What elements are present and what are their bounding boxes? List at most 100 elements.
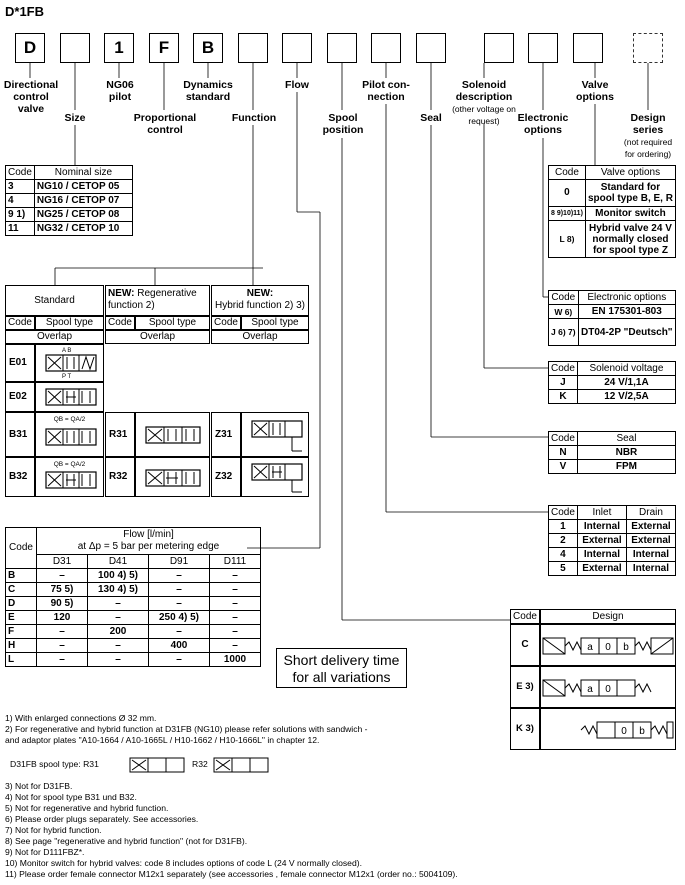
table-cell: –: [148, 568, 210, 583]
table-cell: Internal: [576, 547, 627, 562]
sol-head: Solenoid voltage: [576, 361, 677, 376]
table-cell: –: [87, 638, 149, 653]
table-cell: 250 4) 5): [148, 610, 210, 625]
table-cell: –: [36, 638, 88, 653]
label-function: Function: [231, 112, 277, 124]
pilot-inlet-head: Inlet: [576, 505, 627, 520]
table-row: E: [5, 610, 37, 625]
vo-head: Valve options: [584, 165, 677, 180]
table-row: 4: [5, 193, 35, 208]
note-7: 7) Not for hybrid function.: [5, 825, 102, 835]
sym-0-k: 0: [621, 726, 627, 737]
spool-code-b31: B31: [5, 412, 35, 457]
table-row: J 6) 7): [548, 318, 579, 346]
eo-code-head: Code: [548, 290, 579, 305]
table-cell: NG25 / CETOP 08: [33, 207, 133, 222]
table-cell: DT04-2P "Deutsch": [577, 318, 677, 346]
std-spool-head: Spool type: [35, 316, 104, 330]
code-box-11: [484, 33, 514, 63]
qa-note-b32: QB = QA/2: [53, 461, 86, 468]
flow-col: D41: [87, 554, 149, 569]
flow-code-header: Code: [5, 527, 37, 569]
label-solenoid-note: (other voltage on request): [452, 104, 516, 126]
table-row: W 6): [548, 304, 579, 319]
regen-new: NEW:: [108, 288, 135, 299]
note-4: 4) Not for spool type B31 und B32.: [5, 792, 137, 802]
spool-symbol-r32: [135, 457, 210, 497]
table-row: L 8): [548, 220, 586, 258]
function-regen-header: NEW: Regenerative function 2): [105, 285, 210, 316]
note-1: 1) With enlarged connections Ø 32 mm.: [5, 713, 157, 723]
hybrid-label: Hybrid function 2) 3): [214, 300, 306, 311]
table-cell: 24 V/1,1A: [576, 375, 677, 390]
flow-col: D31: [36, 554, 88, 569]
table-cell: NG10 / CETOP 05: [33, 179, 133, 194]
flow-title-text: Flow [l/min]: [123, 529, 174, 540]
table-row: 3: [5, 179, 35, 194]
regen-code-head: Code: [105, 316, 135, 330]
design-code-k: K 3): [510, 708, 540, 750]
hybrid-spool-head: Spool type: [241, 316, 309, 330]
eo-head: Electronic options: [577, 290, 677, 305]
table-cell: Internal: [576, 519, 627, 534]
spool-symbol-e02: [35, 382, 104, 412]
spool-code-b32: B32: [5, 457, 35, 497]
table-cell: Standard for spool type B, E, R: [584, 179, 677, 207]
regen-label: Regenerative function 2): [108, 288, 197, 311]
hybrid-overlap: Overlap: [211, 330, 309, 344]
size-code-header: Code: [5, 165, 35, 180]
table-cell: 130 4) 5): [87, 582, 149, 597]
flow-subtitle: at Δp = 5 bar per metering edge: [77, 541, 220, 552]
table-cell: –: [36, 568, 88, 583]
sol-code-head: Code: [548, 361, 578, 376]
spool-code-e02: E02: [5, 382, 35, 412]
table-cell: External: [576, 561, 627, 576]
spool-symbol-z31: [241, 412, 309, 457]
sym-0-e: 0: [605, 684, 611, 695]
table-cell: Hybrid valve 24 V normally closed for sp…: [584, 220, 677, 258]
code-box-6: [238, 33, 268, 63]
function-hybrid-header: NEW:Hybrid function 2) 3): [211, 285, 309, 316]
note-10: 10) Monitor switch for hybrid valves: co…: [5, 858, 362, 868]
function-standard-header: Standard: [5, 285, 104, 316]
table-cell: 100 4) 5): [87, 568, 149, 583]
label-proportional: Proportional control: [133, 112, 197, 136]
label-size: Size: [64, 112, 86, 124]
table-row: 9 1): [5, 207, 35, 222]
table-cell: Internal: [625, 561, 677, 576]
table-cell: NG16 / CETOP 07: [33, 193, 133, 208]
label-spool-position: Spool position: [322, 112, 364, 136]
table-cell: –: [36, 624, 88, 639]
qa-note-b31: QB = QA/2: [53, 416, 86, 423]
svg-text:A B: A B: [62, 348, 71, 354]
code-box-4: F: [149, 33, 179, 63]
table-cell: –: [148, 624, 210, 639]
note-6: 6) Please order plugs separately. See ac…: [5, 814, 199, 824]
code-box-13: [573, 33, 603, 63]
sym-b-k: b: [639, 726, 645, 737]
code-box-7: [282, 33, 312, 63]
table-row: 5: [548, 561, 578, 576]
design-code-e: E 3): [510, 666, 540, 708]
table-row: 4: [548, 547, 578, 562]
label-pilot: Pilot con- nection: [362, 79, 410, 103]
label-seal: Seal: [420, 112, 442, 124]
table-cell: 120: [36, 610, 88, 625]
sym-a-e: a: [587, 684, 593, 695]
spool-code-r32: R32: [105, 457, 135, 497]
table-cell: 200: [87, 624, 149, 639]
note-3: 3) Not for D31FB.: [5, 781, 73, 791]
label-dynamics: Dynamics standard: [183, 79, 233, 103]
note-5: 5) Not for regenerative and hybrid funct…: [5, 803, 169, 813]
note-11: 11) Please order female connector M12x1 …: [5, 869, 458, 879]
label-ng06: NG06 pilot: [106, 79, 134, 103]
note-2: 2) For regenerative and hybrid function …: [5, 724, 368, 734]
table-cell: –: [209, 568, 261, 583]
table-cell: Monitor switch: [584, 206, 677, 221]
table-cell: –: [209, 596, 261, 611]
